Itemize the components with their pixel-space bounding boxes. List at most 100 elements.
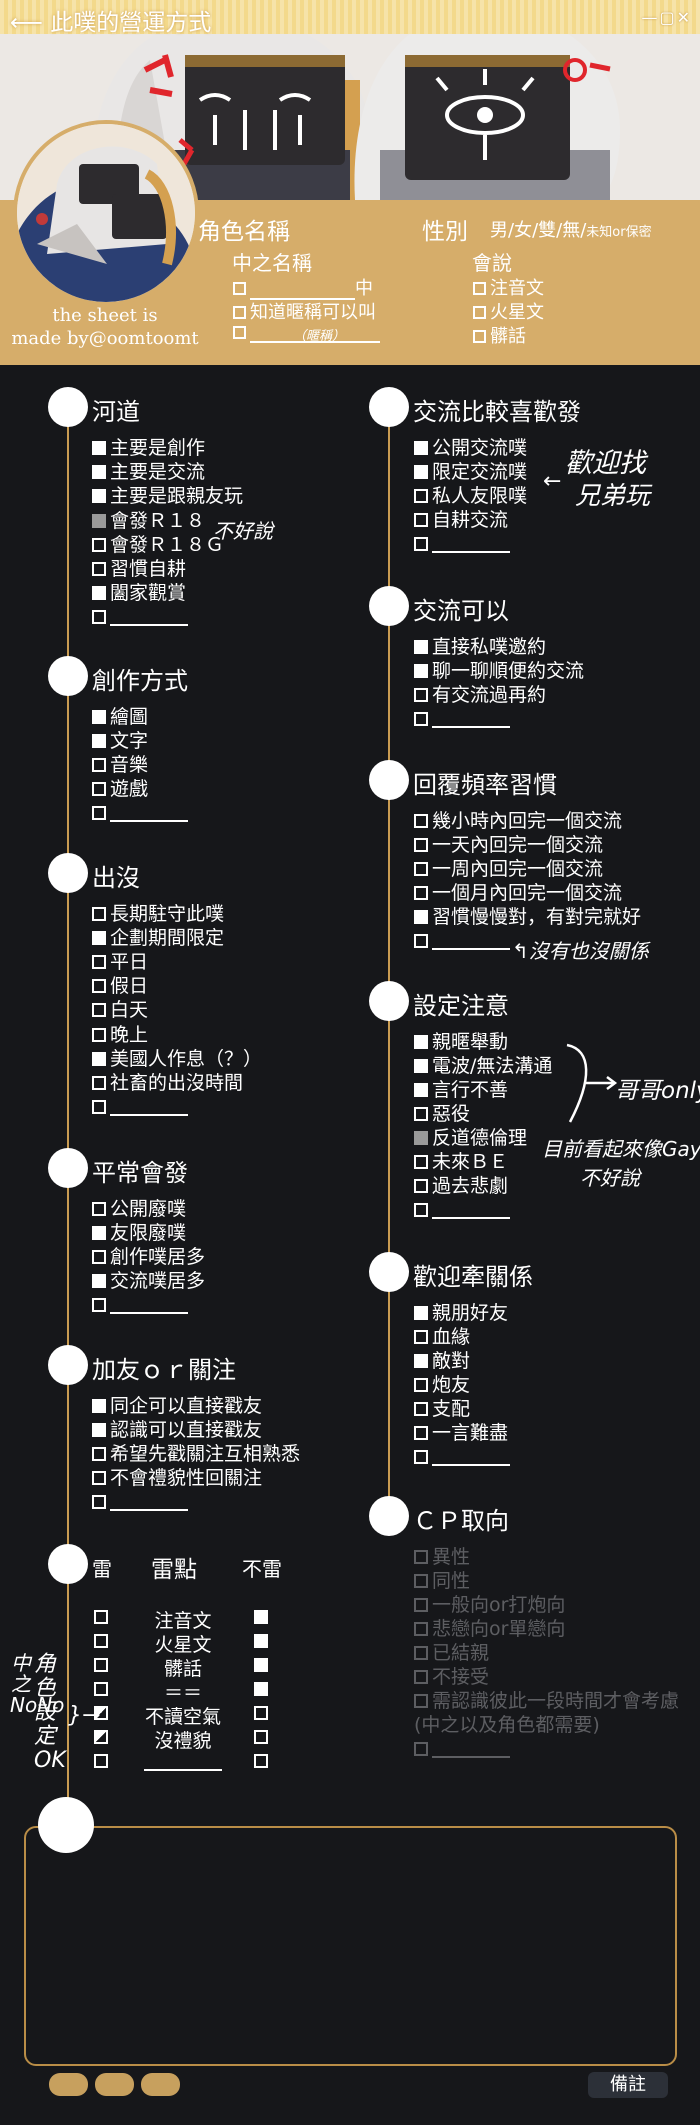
- option-checkbox[interactable]: [92, 1274, 106, 1288]
- option-checkbox[interactable]: [414, 1598, 428, 1612]
- window-controls[interactable]: —▢✕: [641, 8, 692, 27]
- nickname-field[interactable]: [233, 322, 380, 343]
- lei-yes-checkbox[interactable]: [94, 1730, 108, 1744]
- option-checkbox[interactable]: [414, 1694, 428, 1708]
- option-checkbox[interactable]: [414, 862, 428, 876]
- option-checkbox[interactable]: [92, 931, 106, 946]
- checklist-option[interactable]: 限定交流噗: [414, 461, 527, 483]
- checklist-option[interactable]: 文字: [92, 730, 148, 752]
- option-checkbox[interactable]: [92, 806, 106, 820]
- option-blank-field[interactable]: [110, 1113, 188, 1116]
- option-checkbox[interactable]: [92, 489, 106, 504]
- checklist-option[interactable]: 惡役: [414, 1103, 470, 1125]
- nickname-blank[interactable]: [250, 323, 380, 343]
- option-checkbox[interactable]: [92, 1099, 106, 1114]
- option-checkbox[interactable]: [92, 782, 106, 796]
- gender-options[interactable]: 男/女/雙/無/未知or保密: [490, 216, 652, 242]
- lei-no-checkbox[interactable]: [254, 1754, 268, 1768]
- option-blank-field[interactable]: [110, 820, 188, 822]
- option-checkbox[interactable]: [414, 1059, 428, 1073]
- option-checkbox[interactable]: [92, 1202, 106, 1216]
- checklist-option[interactable]: 不接受: [414, 1666, 489, 1688]
- checklist-option[interactable]: 有交流過再約: [414, 684, 546, 706]
- lei-no-checkbox[interactable]: [254, 1682, 268, 1696]
- checklist-option[interactable]: 習慣慢慢對，有對完就好: [414, 906, 641, 928]
- option-blank-field[interactable]: [432, 1464, 510, 1466]
- back-button[interactable]: ⟵ 此噗的營運方式: [10, 3, 211, 37]
- lei-yes-checkbox[interactable]: [94, 1754, 108, 1768]
- checklist-option[interactable]: 幾小時內回完一個交流: [414, 810, 622, 832]
- lei-no-checkbox[interactable]: [254, 1610, 268, 1624]
- checklist-option[interactable]: 電波/無法溝通: [414, 1055, 552, 1077]
- option-checkbox[interactable]: [414, 1354, 428, 1368]
- option-blank-field[interactable]: [110, 1509, 188, 1511]
- option-checkbox[interactable]: [92, 1495, 106, 1509]
- option-checkbox[interactable]: [414, 814, 428, 828]
- checklist-option[interactable]: 會發Ｒ１８: [92, 510, 205, 532]
- checklist-option[interactable]: [92, 606, 188, 628]
- checklist-option[interactable]: 過去悲劇: [414, 1175, 508, 1197]
- option-checkbox[interactable]: [414, 688, 428, 702]
- checklist-option[interactable]: 繪圖: [92, 706, 148, 728]
- checklist-option[interactable]: 長期駐守此噗: [92, 903, 224, 925]
- option-checkbox[interactable]: [414, 1550, 428, 1564]
- option-checkbox[interactable]: [92, 1003, 106, 1018]
- option-checkbox[interactable]: [414, 838, 428, 852]
- checklist-option[interactable]: 私人友限噗: [414, 485, 527, 507]
- option-checkbox[interactable]: [414, 1622, 428, 1636]
- option-checkbox[interactable]: [92, 734, 106, 748]
- checklist-option[interactable]: 直接私噗邀約: [414, 636, 546, 658]
- option-checkbox[interactable]: [414, 1131, 428, 1145]
- option-checkbox[interactable]: [92, 1298, 106, 1312]
- option-checkbox[interactable]: [414, 640, 428, 654]
- option-checkbox[interactable]: [92, 537, 106, 552]
- checklist-option[interactable]: 習慣自耕: [92, 558, 186, 580]
- lei-yes-checkbox[interactable]: [94, 1658, 108, 1672]
- speech-option-martian[interactable]: 火星文: [473, 298, 544, 324]
- option-checkbox[interactable]: [92, 586, 106, 601]
- checklist-option[interactable]: 異性: [414, 1546, 470, 1568]
- option-checkbox[interactable]: [414, 1378, 428, 1392]
- checklist-option[interactable]: 企劃期間限定: [92, 927, 224, 949]
- checklist-option[interactable]: 一個月內回完一個交流: [414, 882, 622, 904]
- option-blank-field[interactable]: [432, 726, 510, 728]
- checklist-option[interactable]: 自耕交流: [414, 509, 508, 531]
- option-checkbox[interactable]: [92, 1423, 106, 1437]
- speech-checkbox[interactable]: [473, 306, 486, 319]
- option-blank-field[interactable]: [110, 624, 188, 627]
- option-checkbox[interactable]: [414, 1646, 428, 1660]
- lei-no-checkbox[interactable]: [254, 1730, 268, 1744]
- checklist-option[interactable]: 主要是創作: [92, 437, 205, 459]
- option-checkbox[interactable]: [414, 1450, 428, 1464]
- checklist-option[interactable]: 晚上: [92, 1024, 148, 1046]
- option-checkbox[interactable]: [414, 1107, 428, 1121]
- checklist-option[interactable]: 一言難盡: [414, 1422, 508, 1444]
- checklist-option[interactable]: 創作噗居多: [92, 1246, 205, 1268]
- option-checkbox[interactable]: [92, 955, 106, 970]
- lei-yes-checkbox[interactable]: [94, 1682, 108, 1696]
- option-checkbox[interactable]: [92, 710, 106, 724]
- lei-no-checkbox[interactable]: [254, 1706, 268, 1720]
- checklist-option[interactable]: 言行不善: [414, 1079, 508, 1101]
- option-checkbox[interactable]: [414, 1179, 428, 1193]
- option-checkbox[interactable]: [414, 1402, 428, 1416]
- lei-yes-checkbox[interactable]: [94, 1634, 108, 1648]
- checklist-option[interactable]: [414, 533, 510, 555]
- checklist-option[interactable]: 遊戲: [92, 778, 148, 800]
- lei-yes-checkbox[interactable]: [94, 1706, 108, 1720]
- option-blank-field[interactable]: [432, 948, 510, 950]
- checklist-option[interactable]: [92, 1491, 188, 1513]
- option-checkbox[interactable]: [414, 910, 428, 924]
- checklist-option[interactable]: [92, 1294, 188, 1316]
- page-dot-2[interactable]: [95, 2073, 134, 2096]
- checklist-option[interactable]: 反道德倫理: [414, 1127, 527, 1149]
- checklist-option[interactable]: 希望先戳關注互相熟悉: [92, 1443, 300, 1465]
- option-checkbox[interactable]: [414, 712, 428, 726]
- checklist-option[interactable]: (中之以及角色都需要): [414, 1714, 600, 1736]
- checklist-option[interactable]: 血緣: [414, 1326, 470, 1348]
- notes-area[interactable]: [24, 1826, 677, 2066]
- checklist-option[interactable]: 親朋好友: [414, 1302, 508, 1324]
- checklist-option[interactable]: 敵對: [414, 1350, 470, 1372]
- option-checkbox[interactable]: [92, 1027, 106, 1042]
- checklist-option[interactable]: 公開廢噗: [92, 1198, 186, 1220]
